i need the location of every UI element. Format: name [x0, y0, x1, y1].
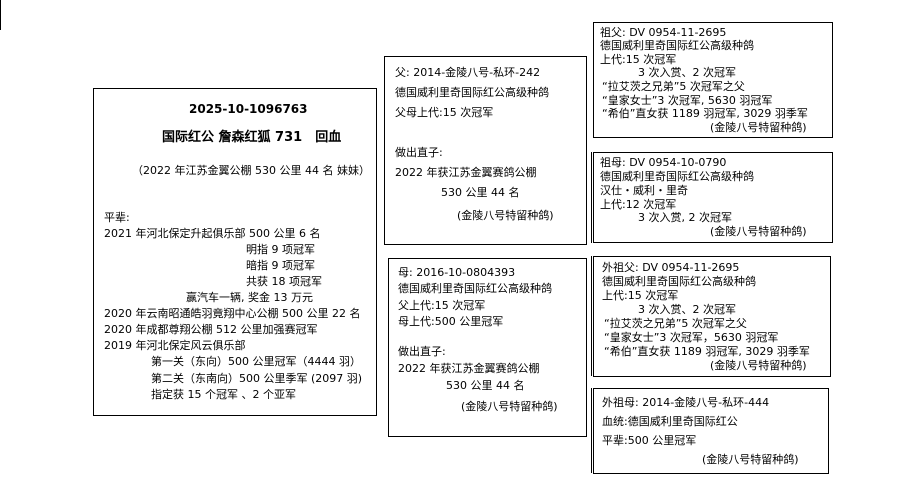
mother-line: 530 公里 44 名 [446, 379, 525, 392]
subject-line: 2020 年云南昭通皓羽竟翔中心公棚 500 公里 22 名 [104, 307, 361, 320]
subject-name: 国际红公 詹森红狐 731 回血 [162, 130, 342, 145]
mgf-line: 上代:15 次冠军 [602, 289, 679, 302]
mgf-line: “拉艾茨之兄弟”5 次冠军之父 [604, 317, 747, 330]
mgf-line: “皇家女士”3 次冠军，5630 羽冠军 [604, 331, 779, 344]
subject-line: 2021 年河北保定升起俱乐部 500 公里 6 名 [104, 227, 321, 240]
father-ring: 父: 2014-金陵八号-私环-242 [395, 66, 541, 79]
pgm-line: (金陵八号特留种鸽) [710, 225, 807, 238]
maternal-grandmother-card: 外祖母: 2014-金陵八号-私环-444 血统:德国威利里奇国际红公 平辈:5… [593, 388, 829, 474]
pgf-line: 祖父: DV 0954-11-2695 [600, 26, 727, 39]
father-card: 父: 2014-金陵八号-私环-242 德国威利里奇国际红公高级种鸽 父母上代:… [384, 56, 587, 245]
mother-ring: 母: 2016-10-0804393 [398, 266, 516, 279]
pgf-line: 德国威利里奇国际红公高级种鸽 [600, 39, 754, 52]
mgm-line: 血统:德国威利里奇国际红公 [602, 415, 738, 428]
mgf-line: 3 次入赏、2 次冠军 [638, 303, 736, 316]
mother-line: 2022 年获江苏金翼赛鸽公棚 [398, 362, 540, 375]
siblings-label: 平辈: [104, 211, 130, 224]
subject-line: 赢汽车一辆, 奖金 13 万元 [186, 291, 313, 304]
mgm-line: (金陵八号特留种鸽) [702, 453, 799, 466]
pgm-line: 3 次入赏, 2 次冠军 [638, 211, 732, 224]
mother-line: 父上代:15 次冠军 [398, 299, 486, 312]
pgm-line: 德国威利里奇国际红公高级种鸽 [600, 170, 754, 183]
pgf-line: 3 次入赏、2 次冠军 [638, 66, 736, 79]
mgf-line: 外祖父: DV 0954-11-2695 [602, 261, 740, 274]
mother-card: 母: 2016-10-0804393 德国威利里奇国际红公高级种鸽 父上代:15… [388, 258, 587, 437]
pgf-line: 上代:15 次冠军 [600, 53, 677, 66]
pgf-line: (金陵八号特留种鸽) [710, 121, 807, 134]
pgf-line: “拉艾茨之兄弟”5 次冠军之父 [602, 80, 745, 93]
connector-line [591, 388, 592, 473]
mgf-line: “希伯”直女获 1189 羽冠军, 3029 羽季军 [604, 345, 810, 358]
father-line: 父母上代:15 次冠军 [395, 106, 494, 119]
edge-mark [0, 0, 1, 30]
subject-line: 第一关（东向）500 公里冠军（4444 羽） [151, 355, 361, 368]
father-line: 做出直子: [395, 146, 443, 159]
pgm-line: 上代:12 次冠军 [600, 198, 677, 211]
father-line: 2022 年获江苏金翼赛鸽公棚 [395, 166, 537, 179]
father-line: 德国威利里奇国际红公高级种鸽 [395, 86, 549, 99]
subject-line: 暗指 9 项冠军 [246, 259, 315, 272]
mother-line: 做出直子: [398, 345, 446, 358]
mgf-line: 德国威利里奇国际红公高级种鸽 [602, 275, 756, 288]
father-line: (金陵八号特留种鸽) [457, 209, 554, 222]
mgf-line: (金陵八号特留种鸽) [710, 359, 807, 372]
pgm-line: 祖母: DV 0954-10-0790 [600, 156, 727, 169]
mgm-line: 外祖母: 2014-金陵八号-私环-444 [602, 396, 770, 409]
mgm-line: 平辈:500 公里冠军 [602, 434, 697, 447]
subject-note: （2022 年江苏金翼公棚 530 公里 44 名 妹妹） [132, 164, 370, 177]
paternal-grandmother-card: 祖母: DV 0954-10-0790 德国威利里奇国际红公高级种鸽 汉仕・威利… [593, 152, 833, 243]
subject-line: 明指 9 项冠军 [246, 243, 315, 256]
connector-line [591, 256, 592, 376]
subject-line: 2020 年成都尊翔公棚 512 公里加强赛冠军 [104, 323, 318, 336]
subject-line: 2019 年河北保定风云俱乐部 [104, 339, 246, 352]
subject-card: 2025-10-1096763 国际红公 詹森红狐 731 回血 （2022 年… [93, 88, 377, 416]
mother-line: (金陵八号特留种鸽) [461, 400, 558, 413]
mother-line: 母上代:500 公里冠军 [398, 315, 504, 328]
subject-line: 指定获 15 个冠军 、2 个亚军 [151, 388, 296, 401]
subject-line: 第二关（东南向）500 公里季军 (2097 羽) [151, 372, 363, 385]
pgf-line: “皇家女士”3 次冠军, 5630 羽冠军 [602, 94, 773, 107]
maternal-grandfather-card: 外祖父: DV 0954-11-2695 德国威利里奇国际红公高级种鸽 上代:1… [593, 256, 831, 377]
pgm-line: 汉仕・威利・里奇 [600, 184, 688, 197]
mother-line: 德国威利里奇国际红公高级种鸽 [398, 282, 552, 295]
subject-line: 共获 18 项冠军 [246, 275, 322, 288]
father-line: 530 公里 44 名 [441, 186, 520, 199]
pgf-line: “希伯”直女获 1189 羽冠军, 3029 羽季军 [602, 107, 808, 120]
connector-line [591, 152, 592, 243]
subject-ring: 2025-10-1096763 [189, 102, 308, 116]
paternal-grandfather-card: 祖父: DV 0954-11-2695 德国威利里奇国际红公高级种鸽 上代:15… [593, 22, 833, 138]
